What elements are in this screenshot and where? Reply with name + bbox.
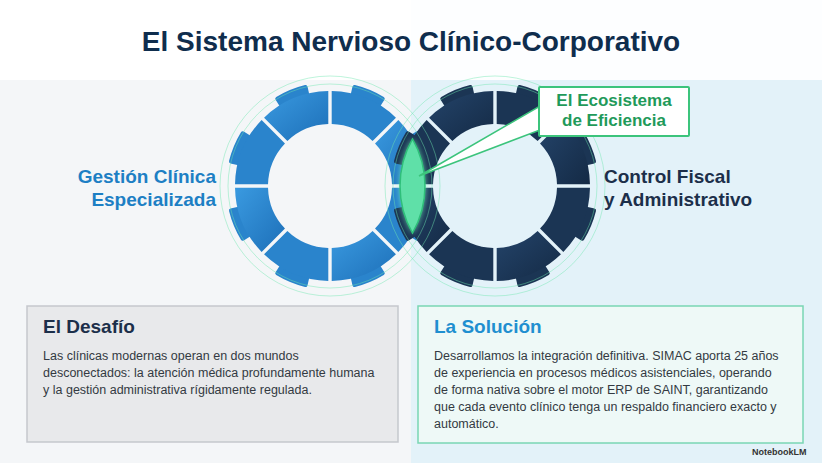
watermark: NotebookLM (752, 447, 807, 457)
challenge-panel: El DesafíoLas clínicas modernas operan e… (27, 306, 398, 442)
callout-text: El Ecosistema de Eficiencia (548, 91, 680, 132)
title: El Sistema Nervioso Clínico-Corporativo (0, 26, 822, 58)
title-band (0, 0, 822, 80)
gear-label: Gestión Clínica Especializada (40, 166, 216, 212)
panel-ground (27, 306, 398, 442)
callout-box: El Ecosistema de Eficiencia (538, 86, 690, 137)
panel-heading: El Desafío (43, 316, 382, 338)
lens-glow (400, 139, 425, 233)
panel-body: Las clínicas modernas operan en dos mund… (43, 348, 382, 399)
panel-ground (418, 306, 803, 443)
panel-body: Desarrollamos la integración definitiva.… (434, 348, 787, 433)
gear-segment (497, 231, 561, 281)
gear-segment (332, 231, 396, 281)
clinical-gear (229, 85, 431, 287)
glow-ring (220, 76, 440, 296)
glow-ring (228, 84, 432, 288)
lens-shape (400, 139, 425, 233)
panel-heading: La Solución (434, 316, 787, 338)
gear-segment (235, 188, 285, 252)
gear-label: Control Fiscal y Administrativo (604, 166, 794, 212)
gear-segment (264, 91, 328, 141)
solution-panel: La SoluciónDesarrollamos la integración … (418, 306, 803, 443)
gear-segment (429, 91, 493, 141)
callout-pointer (419, 106, 540, 176)
